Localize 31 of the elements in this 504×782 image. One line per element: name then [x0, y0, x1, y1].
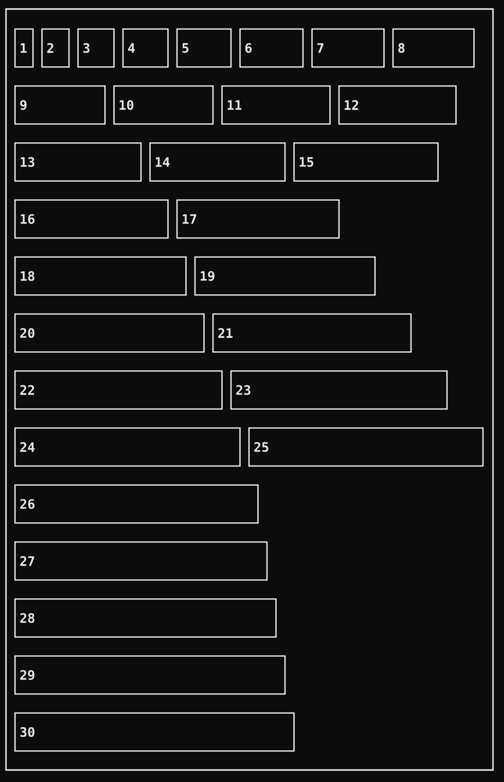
number-box: 24 [14, 427, 241, 467]
number-box: 22 [14, 370, 223, 410]
number-box: 25 [248, 427, 484, 467]
number-box: 10 [113, 85, 214, 125]
number-box: 3 [77, 28, 115, 68]
number-box: 11 [221, 85, 331, 125]
number-box: 5 [176, 28, 232, 68]
number-box: 6 [239, 28, 304, 68]
number-box: 17 [176, 199, 340, 239]
number-box: 26 [14, 484, 259, 524]
number-box: 29 [14, 655, 286, 695]
number-box: 21 [212, 313, 412, 353]
number-box: 12 [338, 85, 457, 125]
number-box: 19 [194, 256, 376, 296]
number-box: 16 [14, 199, 169, 239]
number-box: 8 [392, 28, 475, 68]
number-box: 30 [14, 712, 295, 752]
number-box: 28 [14, 598, 277, 638]
number-box: 15 [293, 142, 439, 182]
number-box: 9 [14, 85, 106, 125]
frame [5, 8, 494, 771]
number-box: 7 [311, 28, 385, 68]
number-box: 27 [14, 541, 268, 581]
number-box: 20 [14, 313, 205, 353]
number-box: 2 [41, 28, 70, 68]
number-box: 4 [122, 28, 169, 68]
number-box: 14 [149, 142, 286, 182]
number-box: 13 [14, 142, 142, 182]
number-box: 23 [230, 370, 448, 410]
number-box: 1 [14, 28, 34, 68]
number-box: 18 [14, 256, 187, 296]
